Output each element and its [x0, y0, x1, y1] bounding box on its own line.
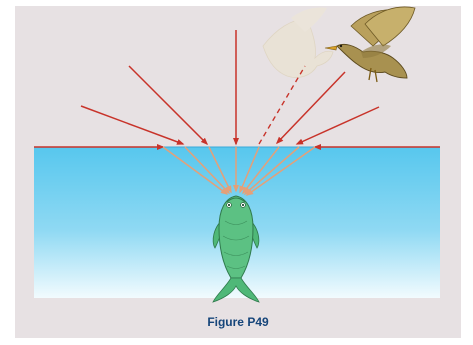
ray-air-2 — [81, 106, 183, 144]
apparent-bird-icon — [263, 7, 333, 77]
ray-air-6 — [297, 107, 379, 144]
figure-caption: Figure P49 — [15, 315, 461, 329]
ray-air-5 — [277, 72, 345, 143]
bird-icon — [325, 7, 415, 82]
refraction-diagram — [15, 6, 461, 338]
figure-panel: Figure P49 — [15, 6, 461, 338]
apparent-ray — [259, 66, 305, 144]
ray-air-3 — [129, 66, 207, 144]
